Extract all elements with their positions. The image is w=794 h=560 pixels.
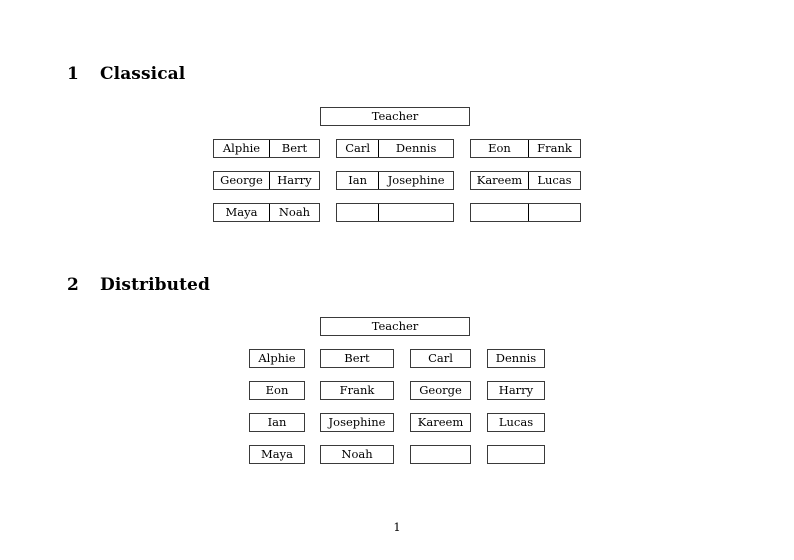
student-box: Josephine	[320, 413, 394, 432]
student-cell-empty	[527, 204, 580, 221]
student-cell: Alphie	[222, 141, 261, 155]
student-box: Harry	[487, 381, 545, 400]
student-pair-row: Ian Josephine	[336, 171, 454, 190]
student-cell: George	[220, 173, 263, 187]
student-box: Kareem	[410, 413, 471, 432]
section-heading-distributed: 2 Distributed	[67, 275, 210, 295]
section-title: Classical	[100, 64, 186, 84]
student-cell-empty	[378, 204, 453, 221]
student-cell: Noah	[268, 204, 319, 221]
student-pair-row-empty	[336, 203, 454, 222]
student-box-empty	[487, 445, 545, 464]
section-number: 1	[67, 64, 79, 84]
student-cell-empty	[471, 204, 528, 221]
student-box: Dennis	[487, 349, 545, 368]
teacher-box-distributed: Teacher	[320, 317, 470, 336]
student-box-empty	[410, 445, 471, 464]
student-box: Alphie	[249, 349, 305, 368]
student-cell: Ian	[348, 173, 368, 187]
student-box: Maya	[249, 445, 305, 464]
student-box: Frank	[320, 381, 394, 400]
student-pair-row: Maya Noah	[213, 203, 320, 222]
student-cell-empty	[337, 204, 378, 221]
section-title: Distributed	[100, 275, 210, 295]
student-cell: Eon	[488, 141, 511, 155]
student-pair-row: Eon Frank	[470, 139, 581, 158]
student-cell: Josephine	[378, 172, 453, 189]
student-box: Eon	[249, 381, 305, 400]
student-cell: Harry	[268, 172, 319, 189]
student-box: Ian	[249, 413, 305, 432]
student-pair-row-empty	[470, 203, 581, 222]
student-cell: Kareem	[476, 173, 523, 187]
student-box: Bert	[320, 349, 394, 368]
student-box: George	[410, 381, 471, 400]
student-cell: Bert	[268, 140, 319, 157]
student-cell: Lucas	[527, 172, 580, 189]
student-pair-row: George Harry	[213, 171, 320, 190]
student-pair-row: Kareem Lucas	[470, 171, 581, 190]
student-box: Noah	[320, 445, 394, 464]
student-box: Carl	[410, 349, 471, 368]
student-cell: Frank	[527, 140, 580, 157]
section-heading-classical: 1 Classical	[67, 64, 185, 84]
teacher-box-classical: Teacher	[320, 107, 470, 126]
student-cell: Dennis	[378, 140, 453, 157]
student-cell: Maya	[225, 205, 258, 219]
student-pair-row: Alphie Bert	[213, 139, 320, 158]
student-box: Lucas	[487, 413, 545, 432]
student-cell: Carl	[345, 141, 371, 155]
student-pair-row: Carl Dennis	[336, 139, 454, 158]
section-number: 2	[67, 275, 79, 295]
page-number: 1	[393, 520, 401, 534]
